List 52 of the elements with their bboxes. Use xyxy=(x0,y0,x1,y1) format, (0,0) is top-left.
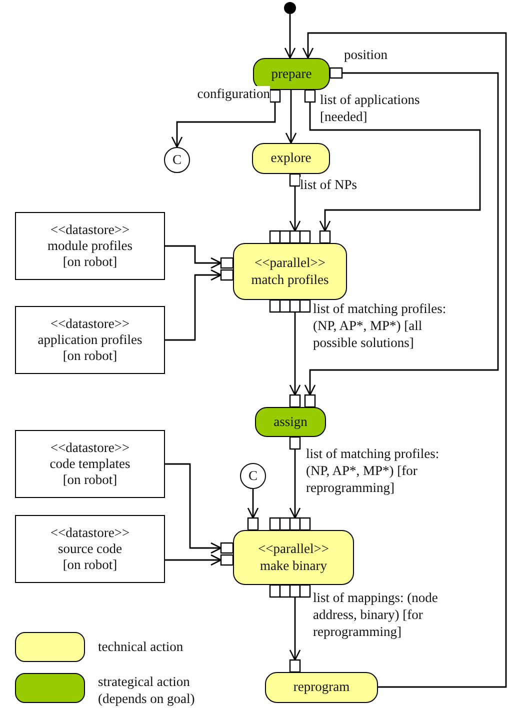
arrow xyxy=(289,597,301,661)
connector-circle xyxy=(164,147,190,173)
node-label: C xyxy=(248,468,258,484)
datastore-box xyxy=(15,306,165,374)
node-label: make binary xyxy=(260,558,328,574)
strategical-action-box xyxy=(253,58,330,90)
node-label: application profiles xyxy=(38,332,142,348)
technical-action-box xyxy=(265,672,378,703)
arrow xyxy=(165,245,222,269)
arrow xyxy=(171,102,276,148)
arrow xyxy=(165,463,222,554)
node-label: [on robot] xyxy=(62,472,118,488)
start-node xyxy=(284,2,296,14)
arrow xyxy=(302,32,507,688)
arrow xyxy=(289,186,301,232)
node-label: <<datastore>> xyxy=(50,524,130,541)
node-label: [on robot] xyxy=(62,348,118,364)
node-label: match profiles xyxy=(251,272,329,288)
technical-action-box xyxy=(233,530,354,585)
node-label: module profiles xyxy=(47,238,133,254)
legend-label: strategical action (depends on goal) xyxy=(98,674,196,708)
arrow xyxy=(165,554,222,566)
arrow xyxy=(309,102,481,232)
datastore-box xyxy=(15,430,165,498)
arrow xyxy=(285,90,297,144)
node-label: [on robot] xyxy=(62,254,118,270)
arrow xyxy=(247,489,259,519)
node-label: explore xyxy=(270,150,312,167)
datastore-box xyxy=(15,212,165,280)
node-label: <<parallel>> xyxy=(258,541,329,558)
arrow xyxy=(304,72,499,396)
node-label: assign xyxy=(274,414,308,430)
node-label: [on robot] xyxy=(62,557,118,574)
node-label: <<datastore>> xyxy=(50,316,130,332)
arrow xyxy=(289,312,301,396)
technical-action-box xyxy=(233,243,347,300)
node-label: prepare xyxy=(271,66,312,82)
arrow xyxy=(289,449,301,519)
connector-circle xyxy=(240,463,266,489)
legend-label: technical action xyxy=(98,639,184,656)
node-label: code templates xyxy=(50,456,130,472)
node-label: C xyxy=(172,152,182,168)
node-label: reprogram xyxy=(293,679,350,696)
node-label: <<parallel>> xyxy=(254,255,326,272)
arrow xyxy=(284,14,296,59)
datastore-box xyxy=(15,515,165,583)
arrow xyxy=(165,269,222,341)
node-label: <<datastore>> xyxy=(50,222,130,238)
node-label: source code xyxy=(58,540,122,558)
technical-action-box xyxy=(252,143,330,174)
node-label: <<datastore>> xyxy=(50,440,130,456)
strategical-action-box xyxy=(255,407,326,437)
